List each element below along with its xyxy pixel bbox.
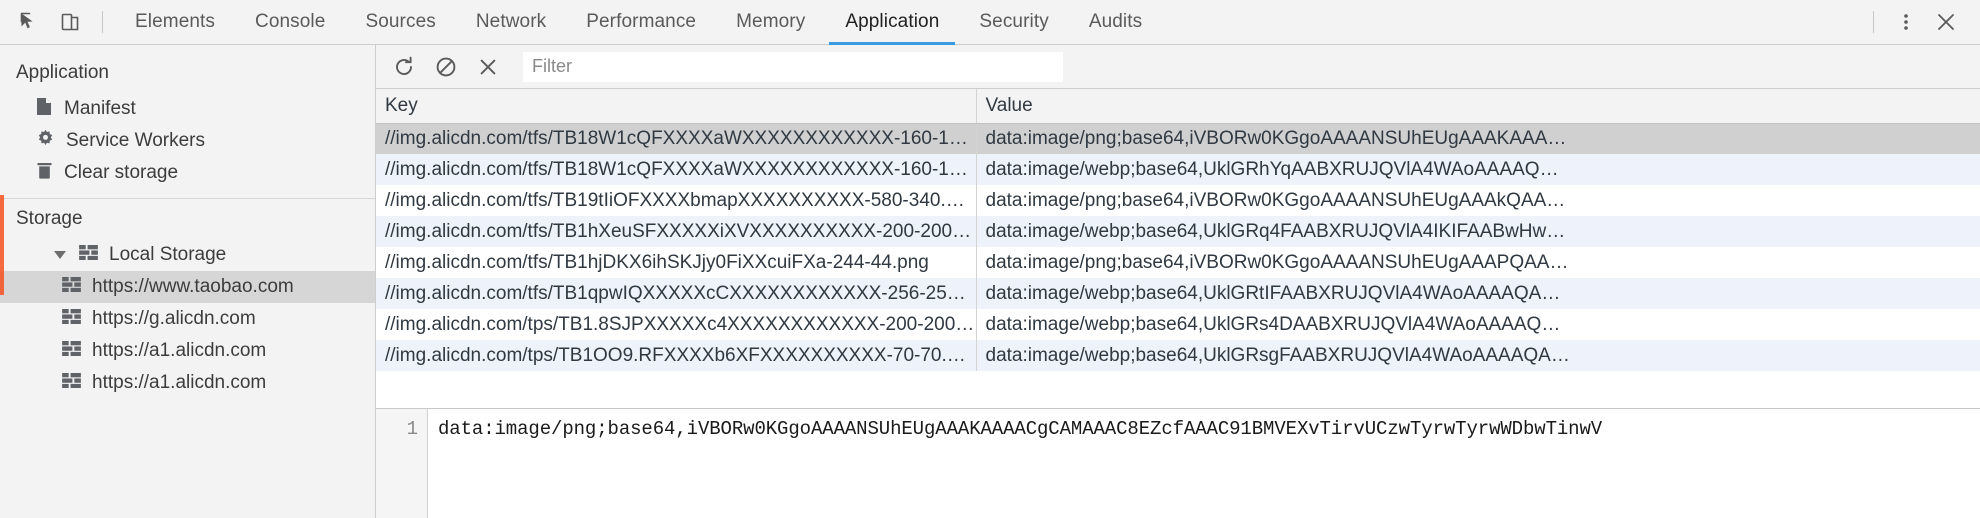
tab-application[interactable]: Application xyxy=(825,0,959,45)
gear-icon xyxy=(36,129,55,154)
tab-sources[interactable]: Sources xyxy=(345,0,455,45)
datagrid-header: Key Value xyxy=(376,89,1980,124)
cell-value[interactable]: data:image/webp;base64,UklGRq4FAABXRUJQV… xyxy=(976,216,1980,247)
tab-label: Elements xyxy=(135,11,216,32)
sidebar-section-storage-title: Storage xyxy=(16,208,83,229)
toolbar-divider-left xyxy=(102,11,103,33)
sidebar-divider xyxy=(0,198,375,199)
sidebar-item-label: https://www.taobao.com xyxy=(92,276,294,297)
table-row[interactable]: //img.alicdn.com/tps/TB1.8SJPXXXXXc4XXXX… xyxy=(376,309,1980,340)
sidebar-item-manifest[interactable]: Manifest xyxy=(0,93,375,125)
cell-key[interactable]: //img.alicdn.com/tfs/TB18W1cQFXXXXaWXXXX… xyxy=(376,123,977,154)
tab-memory[interactable]: Memory xyxy=(716,0,825,45)
storage-datagrid: Key Value //img.alicdn.com/tfs/TB18W1cQF… xyxy=(376,89,1980,371)
tab-label: Console xyxy=(255,11,326,32)
sidebar-item-label: https://a1.alicdn.com xyxy=(92,340,267,361)
inspect-cursor-icon[interactable] xyxy=(10,2,50,42)
document-icon xyxy=(36,97,53,122)
sidebar-section-application-title: Application xyxy=(16,62,109,83)
cell-value[interactable]: data:image/webp;base64,UklGRsgFAABXRUJQV… xyxy=(976,340,1980,371)
table-icon xyxy=(79,244,98,266)
value-preview-pane: 1 data:image/png;base64,iVBORw0KGgoAAAAN… xyxy=(376,408,1980,518)
sidebar-scrollbar[interactable] xyxy=(0,45,4,518)
sidebar-item-origin-a1-alicdn-1[interactable]: https://a1.alicdn.com xyxy=(0,335,375,367)
preview-content[interactable]: data:image/png;base64,iVBORw0KGgoAAAANSU… xyxy=(438,418,1603,440)
table-row[interactable]: //img.alicdn.com/tfs/TB1qpwIQXXXXXcCXXXX… xyxy=(376,278,1980,309)
tab-label: Network xyxy=(475,11,547,32)
tab-security[interactable]: Security xyxy=(959,0,1068,45)
sidebar-item-local-storage[interactable]: Local Storage xyxy=(0,239,375,271)
cell-key[interactable]: //img.alicdn.com/tfs/TB18W1cQFXXXXaWXXXX… xyxy=(376,154,977,185)
datagrid-header-row: Key Value xyxy=(376,89,1980,124)
tab-label: Sources xyxy=(365,11,436,32)
cell-key[interactable]: //img.alicdn.com/tfs/TB19tIiOFXXXXbmapXX… xyxy=(376,185,977,216)
refresh-icon[interactable] xyxy=(384,50,424,84)
trash-icon xyxy=(36,161,53,186)
table-icon xyxy=(62,308,81,330)
datagrid-body: //img.alicdn.com/tfs/TB18W1cQFXXXXaWXXXX… xyxy=(376,123,1980,371)
sidebar-item-label: Manifest xyxy=(64,98,136,119)
sidebar-item-label: Clear storage xyxy=(64,162,179,183)
cell-value[interactable]: data:image/png;base64,iVBORw0KGgoAAAANSU… xyxy=(976,247,1980,278)
sidebar-item-origin-g-alicdn[interactable]: https://g.alicdn.com xyxy=(0,303,375,335)
table-row[interactable]: //img.alicdn.com/tfs/TB1hXeuSFXXXXXiXVXX… xyxy=(376,216,1980,247)
tab-label: Audits xyxy=(1088,11,1143,32)
sidebar-scrollbar-thumb[interactable] xyxy=(0,195,4,295)
kebab-menu-icon[interactable] xyxy=(1886,2,1926,42)
table-row[interactable]: //img.alicdn.com/tfs/TB18W1cQFXXXXaWXXXX… xyxy=(376,123,1980,154)
delete-selected-icon[interactable] xyxy=(468,50,508,84)
storage-main-panel: Key Value //img.alicdn.com/tfs/TB18W1cQF… xyxy=(376,45,1980,518)
table-row[interactable]: //img.alicdn.com/tfs/TB1hjDKX6ihSKJjy0Fi… xyxy=(376,247,1980,278)
devtools-body: Application Manifest Service Workers xyxy=(0,45,1980,518)
table-icon xyxy=(62,372,81,394)
tab-elements[interactable]: Elements xyxy=(115,0,235,45)
storage-toolbar xyxy=(376,45,1980,89)
sidebar-item-label: Service Workers xyxy=(66,130,206,151)
cell-key[interactable]: //img.alicdn.com/tps/TB1.8SJPXXXXXc4XXXX… xyxy=(376,309,977,340)
table-row[interactable]: //img.alicdn.com/tfs/TB18W1cQFXXXXaWXXXX… xyxy=(376,154,1980,185)
device-toggle-icon[interactable] xyxy=(50,2,90,42)
tab-label: Performance xyxy=(586,11,697,32)
devtools-top-toolbar: Elements Console Sources Network Perform… xyxy=(0,0,1980,45)
sidebar-item-clear-storage[interactable]: Clear storage xyxy=(0,157,375,189)
tab-network[interactable]: Network xyxy=(456,0,566,45)
toolbar-right-group xyxy=(1861,2,1966,42)
column-header-value[interactable]: Value xyxy=(976,89,1980,124)
sidebar-item-origin-a1-alicdn-2[interactable]: https://a1.alicdn.com xyxy=(0,367,375,399)
table-icon xyxy=(62,340,81,362)
table-row[interactable]: //img.alicdn.com/tfs/TB19tIiOFXXXXbmapXX… xyxy=(376,185,1980,216)
cell-value[interactable]: data:image/webp;base64,UklGRtIFAABXRUJQV… xyxy=(976,278,1980,309)
tab-label: Security xyxy=(979,11,1049,32)
sidebar-item-origin-taobao[interactable]: https://www.taobao.com xyxy=(0,271,375,303)
close-icon[interactable] xyxy=(1926,2,1966,42)
sidebar-item-service-workers[interactable]: Service Workers xyxy=(0,125,375,157)
table-icon xyxy=(62,276,81,298)
storage-datagrid-wrap[interactable]: Key Value //img.alicdn.com/tfs/TB18W1cQF… xyxy=(376,89,1980,408)
cell-value[interactable]: data:image/png;base64,iVBORw0KGgoAAAANSU… xyxy=(976,185,1980,216)
cell-value[interactable]: data:image/png;base64,iVBORw0KGgoAAAANSU… xyxy=(976,123,1980,154)
tab-audits[interactable]: Audits xyxy=(1069,0,1162,45)
sidebar-item-label: https://g.alicdn.com xyxy=(92,308,256,329)
tab-console[interactable]: Console xyxy=(235,0,345,45)
cell-key[interactable]: //img.alicdn.com/tfs/TB1qpwIQXXXXXcCXXXX… xyxy=(376,278,977,309)
sidebar-item-label: Local Storage xyxy=(109,244,227,265)
cell-key[interactable]: //img.alicdn.com/tfs/TB1hXeuSFXXXXXiXVXX… xyxy=(376,216,977,247)
tab-label: Memory xyxy=(736,11,806,32)
sidebar-item-label: https://a1.alicdn.com xyxy=(92,372,267,393)
toolbar-divider-right xyxy=(1873,11,1874,33)
column-header-key[interactable]: Key xyxy=(376,89,977,124)
table-row[interactable]: //img.alicdn.com/tps/TB1OO9.RFXXXXb6XFXX… xyxy=(376,340,1980,371)
clear-all-icon[interactable] xyxy=(426,50,466,84)
cell-key[interactable]: //img.alicdn.com/tps/TB1OO9.RFXXXXb6XFXX… xyxy=(376,340,977,371)
cell-value[interactable]: data:image/webp;base64,UklGRhYqAABXRUJQV… xyxy=(976,154,1980,185)
panel-tab-strip: Elements Console Sources Network Perform… xyxy=(115,0,1861,45)
tab-performance[interactable]: Performance xyxy=(566,0,716,45)
preview-line-number: 1 xyxy=(376,409,428,518)
cell-value[interactable]: data:image/webp;base64,UklGRs4DAABXRUJQV… xyxy=(976,309,1980,340)
chevron-down-icon[interactable] xyxy=(54,251,66,259)
cell-key[interactable]: //img.alicdn.com/tfs/TB1hjDKX6ihSKJjy0Fi… xyxy=(376,247,977,278)
tab-label: Application xyxy=(845,11,940,32)
filter-input[interactable] xyxy=(523,51,1063,82)
application-sidebar: Application Manifest Service Workers xyxy=(0,45,376,518)
